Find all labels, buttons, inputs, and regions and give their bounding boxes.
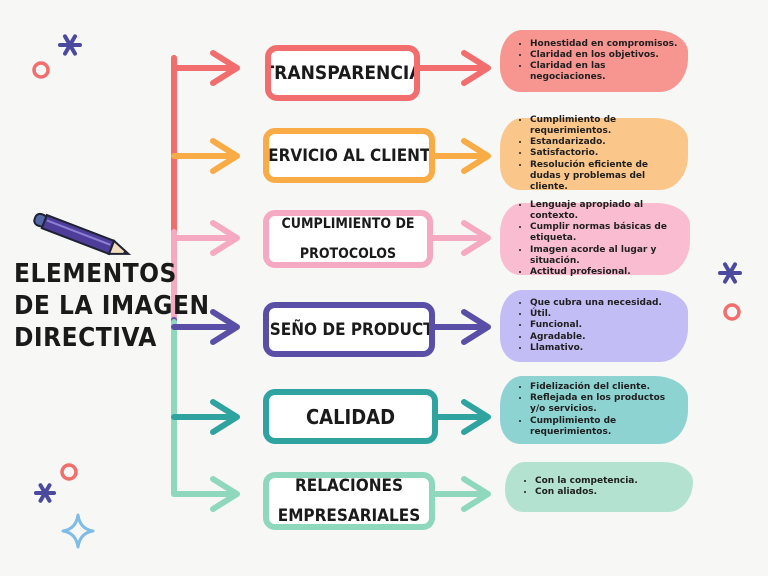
pencil-icon: [33, 212, 132, 256]
detail-bubble: Con la competencia.Con aliados.: [505, 462, 693, 512]
bullet-item: Honestidad en compromisos.: [530, 39, 678, 50]
circle-icon: [723, 303, 741, 321]
bullet-list: Con la competencia.Con aliados.: [519, 476, 638, 498]
title-line: ELEMENTOS: [14, 259, 177, 289]
sparkle-icon: [718, 262, 742, 284]
node-label: TRANSPARENCIA: [265, 62, 420, 84]
title-line: DE LA IMAGEN: [14, 291, 210, 321]
branch-arrow: [171, 50, 240, 86]
bullet-item: Llamativo.: [530, 343, 662, 354]
circle-icon: [32, 61, 50, 79]
node-label: RELACIONES EMPRESARIALES: [277, 476, 421, 526]
bullet-item: Imagen acorde al lugar y situación.: [530, 245, 680, 267]
diagram-title: ELEMENTOS DE LA IMAGEN DIRECTIVA: [14, 258, 210, 354]
bullet-item: Estandarizado.: [530, 137, 678, 148]
bullet-item: Claridad en las negociaciones.: [530, 61, 678, 83]
bullet-item: Agradable.: [530, 332, 662, 343]
detail-arrow: [428, 138, 491, 174]
bullet-item: Actitud profesional.: [530, 267, 680, 278]
circle-icon: [60, 463, 78, 481]
detail-arrow: [413, 50, 491, 86]
bullet-item: Satisfactorio.: [530, 148, 678, 159]
bullet-list: Fidelización del cliente.Reflejada en lo…: [514, 382, 678, 438]
bullet-list: Honestidad en compromisos.Claridad en lo…: [514, 39, 678, 84]
bullet-item: Con aliados.: [535, 487, 638, 498]
branch-arrow: [171, 399, 240, 435]
node-box: TRANSPARENCIA: [265, 45, 420, 101]
bullet-item: Fidelización del cliente.: [530, 382, 678, 393]
node-box: CUMPLIMIENTO DE PROTOCOLOS: [263, 210, 433, 268]
detail-bubble: Fidelización del cliente.Reflejada en lo…: [500, 376, 688, 444]
detail-bubble: Cumplimiento de requerimientos.Estandari…: [500, 115, 688, 193]
bullet-item: Cumplimiento de requerimientos.: [530, 416, 678, 438]
node-box: RELACIONES EMPRESARIALES: [263, 472, 435, 530]
node-box: DISEÑO DE PRODUCTO: [263, 302, 435, 357]
bullet-item: Claridad en los objetivos.: [530, 50, 678, 61]
branch-arrow: [171, 220, 240, 256]
sparkle-icon: [58, 34, 82, 56]
bullet-item: Que cubra una necesidad.: [530, 298, 662, 309]
bullet-item: Con la competencia.: [535, 476, 638, 487]
branch-arrow: [171, 476, 240, 512]
node-label: CALIDAD: [305, 404, 396, 429]
branch-arrow: [171, 309, 240, 345]
four-point-star-icon: [61, 513, 95, 549]
title-line: DIRECTIVA: [14, 323, 157, 353]
bullet-item: Cumplimiento de requerimientos.: [530, 115, 678, 137]
bullet-item: Funcional.: [530, 320, 662, 331]
node-box: SERVICIO AL CLIENTE: [263, 128, 435, 183]
detail-arrow: [431, 399, 491, 435]
bullet-item: Lenguaje apropiado al contexto.: [530, 200, 680, 222]
detail-arrow: [426, 220, 491, 256]
detail-bubble: Lenguaje apropiado al contexto.Cumplir n…: [500, 200, 690, 278]
bullet-list: Que cubra una necesidad.Útil.Funcional.A…: [514, 298, 662, 354]
node-label: CUMPLIMIENTO DE PROTOCOLOS: [281, 216, 415, 262]
bullet-list: Lenguaje apropiado al contexto.Cumplir n…: [514, 200, 680, 278]
node-box: CALIDAD: [263, 389, 438, 444]
bullet-item: Reflejada en los productos y/o servicios…: [530, 393, 678, 415]
detail-arrow: [428, 476, 491, 512]
bullet-list: Cumplimiento de requerimientos.Estandari…: [514, 115, 678, 193]
detail-arrow: [428, 309, 491, 345]
bullet-item: Cumplir normas básicas de etiqueta.: [530, 222, 680, 244]
node-label: SERVICIO AL CLIENTE: [263, 145, 435, 166]
node-label: DISEÑO DE PRODUCTO: [264, 319, 434, 340]
branch-arrow: [171, 138, 240, 174]
detail-bubble: Que cubra una necesidad.Útil.Funcional.A…: [500, 290, 688, 362]
detail-bubble: Honestidad en compromisos.Claridad en lo…: [500, 30, 688, 92]
sparkle-icon: [34, 483, 56, 503]
bullet-item: Resolución eficiente de dudas y problema…: [530, 160, 678, 194]
bullet-item: Útil.: [530, 309, 662, 320]
